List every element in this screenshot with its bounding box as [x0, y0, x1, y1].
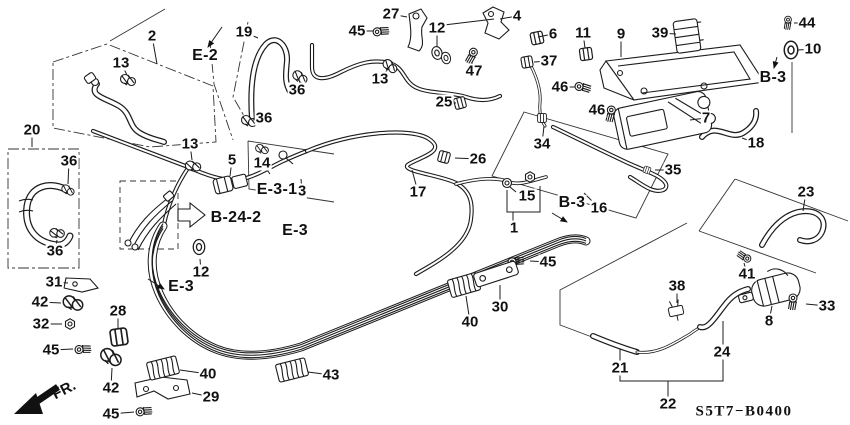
clamp-bracket-4 [482, 6, 510, 40]
pipe-clamp-icon [145, 355, 181, 381]
clip-icon [108, 326, 130, 348]
hose-19 [248, 37, 294, 122]
nut-icon [524, 171, 536, 183]
clamp-icon [119, 73, 137, 87]
clamp-icon [60, 183, 76, 197]
clamp-icon [98, 346, 124, 368]
leader-line [191, 392, 212, 398]
canister-7 [613, 91, 716, 150]
fuel-filter-8 [738, 268, 801, 307]
clamp-icon [255, 143, 269, 155]
bracket-29 [134, 376, 191, 400]
leader-line [110, 367, 113, 389]
clip-icon [520, 55, 534, 69]
leader-line [379, 68, 389, 80]
leader-line [199, 258, 202, 273]
leader-line [583, 192, 600, 209]
ref-arrow-icon [551, 212, 568, 223]
leader-line [805, 303, 828, 307]
bolt-icon [735, 249, 753, 264]
clip-icon [436, 149, 452, 165]
bolt-icon [788, 293, 798, 311]
pipe-16 [550, 124, 669, 193]
leader-line [797, 48, 814, 51]
front-arrow-icon [14, 384, 60, 414]
bolt-icon [573, 81, 593, 94]
leader-line [533, 60, 550, 63]
bolt-icon [371, 24, 391, 38]
leader-line [243, 31, 259, 39]
pipe-bundle [147, 221, 591, 360]
leader-line [300, 178, 303, 192]
grommet-icon [192, 238, 206, 256]
hose-20 [18, 182, 74, 249]
leader-line [120, 62, 128, 76]
leader-line [741, 137, 757, 144]
hose-18 [699, 108, 760, 140]
leader-line [659, 32, 677, 35]
leader-line [768, 305, 773, 322]
leader-line [454, 157, 479, 160]
clip-icon [537, 113, 547, 123]
hose-21 [590, 333, 640, 355]
clip-icon [529, 30, 545, 46]
leader-line [596, 109, 607, 113]
hose-24 [697, 286, 751, 331]
valve-icon [666, 298, 686, 323]
leader-line [39, 301, 62, 304]
ref-arrow-icon [147, 278, 165, 290]
leader-line [151, 35, 158, 65]
bolt-icon [73, 343, 93, 356]
leader-line [471, 61, 475, 72]
clamp-icon [62, 295, 84, 311]
bolt-icon [783, 15, 792, 31]
pipe-clamp-icon [274, 357, 310, 383]
bolt-icon [134, 404, 154, 418]
leader-line [179, 369, 209, 375]
leader-line [743, 262, 748, 275]
bracket-31 [63, 277, 100, 293]
jump-arrow-icon [177, 201, 206, 229]
nut-icon [64, 318, 76, 330]
clamp-icon [48, 225, 66, 241]
feed-pipe [90, 128, 310, 183]
leader-line [110, 411, 135, 415]
clip-icon [578, 46, 594, 62]
pipe-22 [635, 325, 702, 354]
stay-bracket-27 [407, 8, 428, 52]
hose-23 [759, 208, 827, 248]
hose-end-14 [278, 150, 294, 165]
leader-line [229, 159, 233, 177]
leader-line [296, 80, 301, 91]
ref-arrow-icon [772, 56, 779, 69]
pipe-17 [304, 130, 474, 277]
leader-line [582, 32, 586, 49]
elbow-joint-15 [501, 177, 517, 193]
leader-line [390, 13, 408, 18]
hose-2 [83, 72, 167, 145]
leader-line [541, 125, 545, 145]
leader-line [67, 160, 70, 185]
connector-block-39 [672, 18, 704, 54]
joint-connector-5 [212, 173, 249, 195]
harness-cluster [124, 190, 177, 251]
fuel-pipe-3 [309, 42, 503, 103]
ref-arrow-icon [207, 26, 223, 48]
leader-line [465, 295, 471, 323]
leader-line [529, 260, 549, 263]
leader-line [50, 348, 74, 351]
leader-line [189, 143, 193, 161]
grommet-icon [783, 40, 799, 60]
leader-line [307, 371, 332, 376]
